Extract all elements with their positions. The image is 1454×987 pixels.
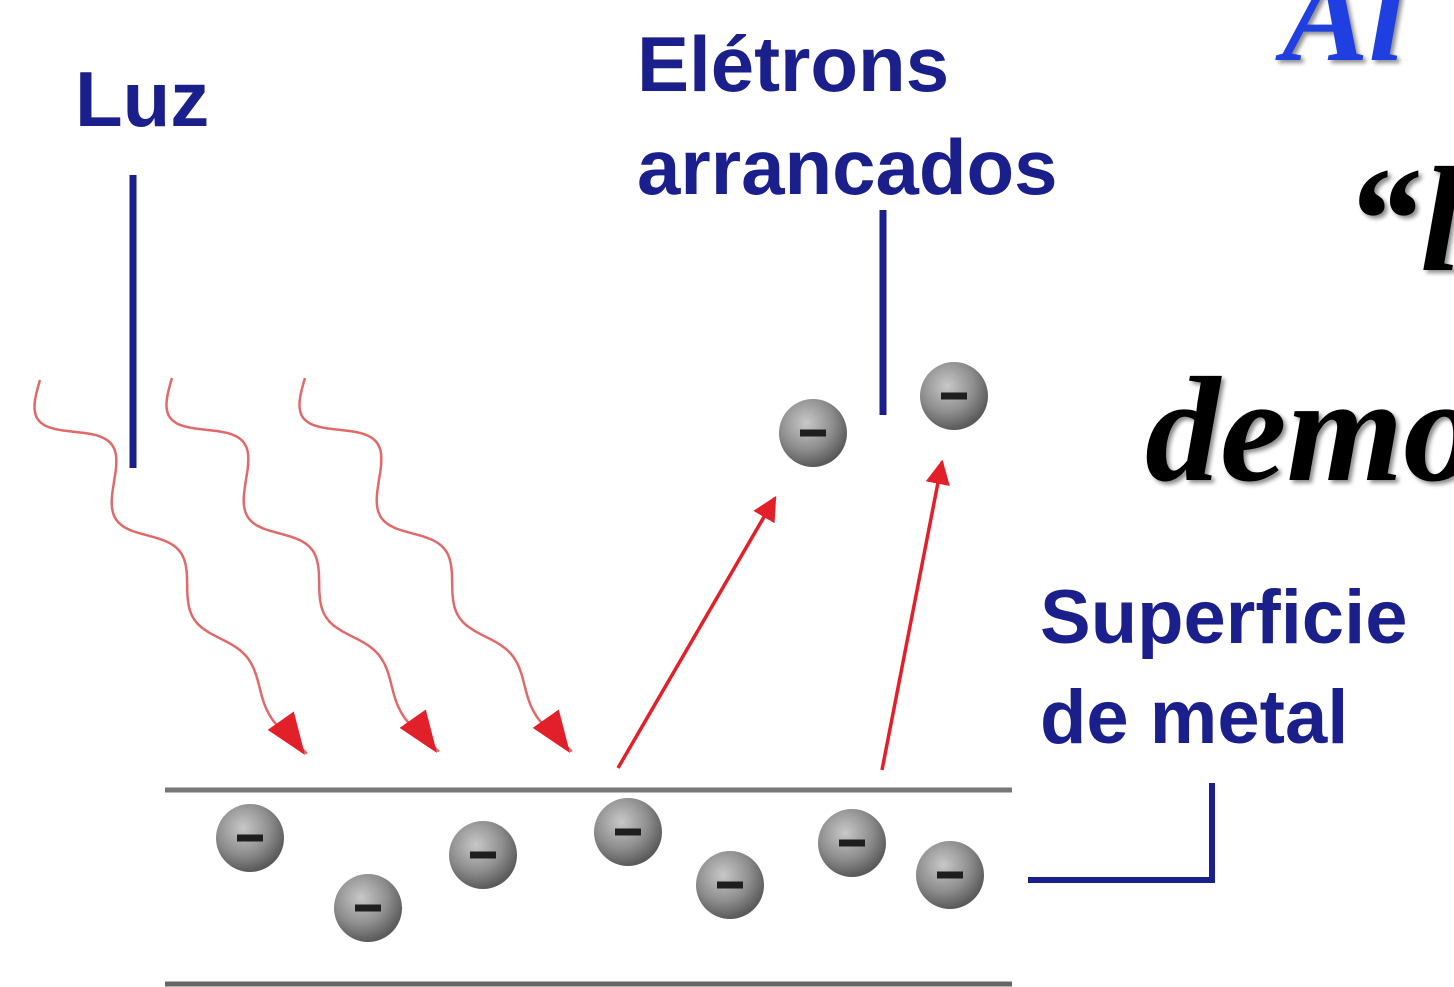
minus-sign-icon <box>355 904 381 912</box>
minus-sign-icon <box>615 828 641 836</box>
minus-sign-icon <box>237 834 263 842</box>
ejection-arrow-2 <box>880 459 950 771</box>
bound-electron-3 <box>449 821 517 889</box>
title-fragment-line3: demo <box>1145 347 1454 513</box>
surface-label-bracket <box>1028 783 1215 883</box>
minus-sign-icon <box>941 392 967 400</box>
bound-electron-1 <box>216 804 284 872</box>
bound-electron-5 <box>696 851 764 919</box>
minus-sign-icon <box>937 871 963 879</box>
light-wave-3 <box>298 377 573 753</box>
ejected-electrons-label-line1: Elétrons <box>637 20 950 108</box>
ejected-electron-8 <box>779 399 847 467</box>
metal-surface-label-line1: Superficie <box>1040 575 1408 660</box>
minus-sign-icon <box>839 839 865 847</box>
minus-sign-icon <box>470 851 496 859</box>
light-wave-1 <box>33 379 308 755</box>
light-label: Luz <box>75 55 210 143</box>
metal-surface-label-line2: de metal <box>1040 675 1349 760</box>
ejected-electron-9 <box>920 362 988 430</box>
minus-sign-icon <box>800 429 826 437</box>
bound-electron-7 <box>916 841 984 909</box>
minus-sign-icon <box>717 881 743 889</box>
ejected-electrons-label-line2: arrancados <box>637 123 1058 211</box>
bound-electron-6 <box>818 809 886 877</box>
title-fragment-line1: Al <box>1282 0 1405 89</box>
ejection-arrow-1 <box>616 495 777 769</box>
electrons <box>216 362 988 942</box>
light-waves <box>33 377 573 755</box>
title-fragment-line2: “l <box>1345 137 1454 303</box>
light-wave-arrowhead-1 <box>267 711 305 755</box>
light-wave-arrowhead-2 <box>399 709 437 753</box>
light-wave-2 <box>165 377 440 753</box>
bound-electron-2 <box>334 874 402 942</box>
light-wave-arrowhead-3 <box>532 709 570 753</box>
bound-electron-4 <box>594 798 662 866</box>
